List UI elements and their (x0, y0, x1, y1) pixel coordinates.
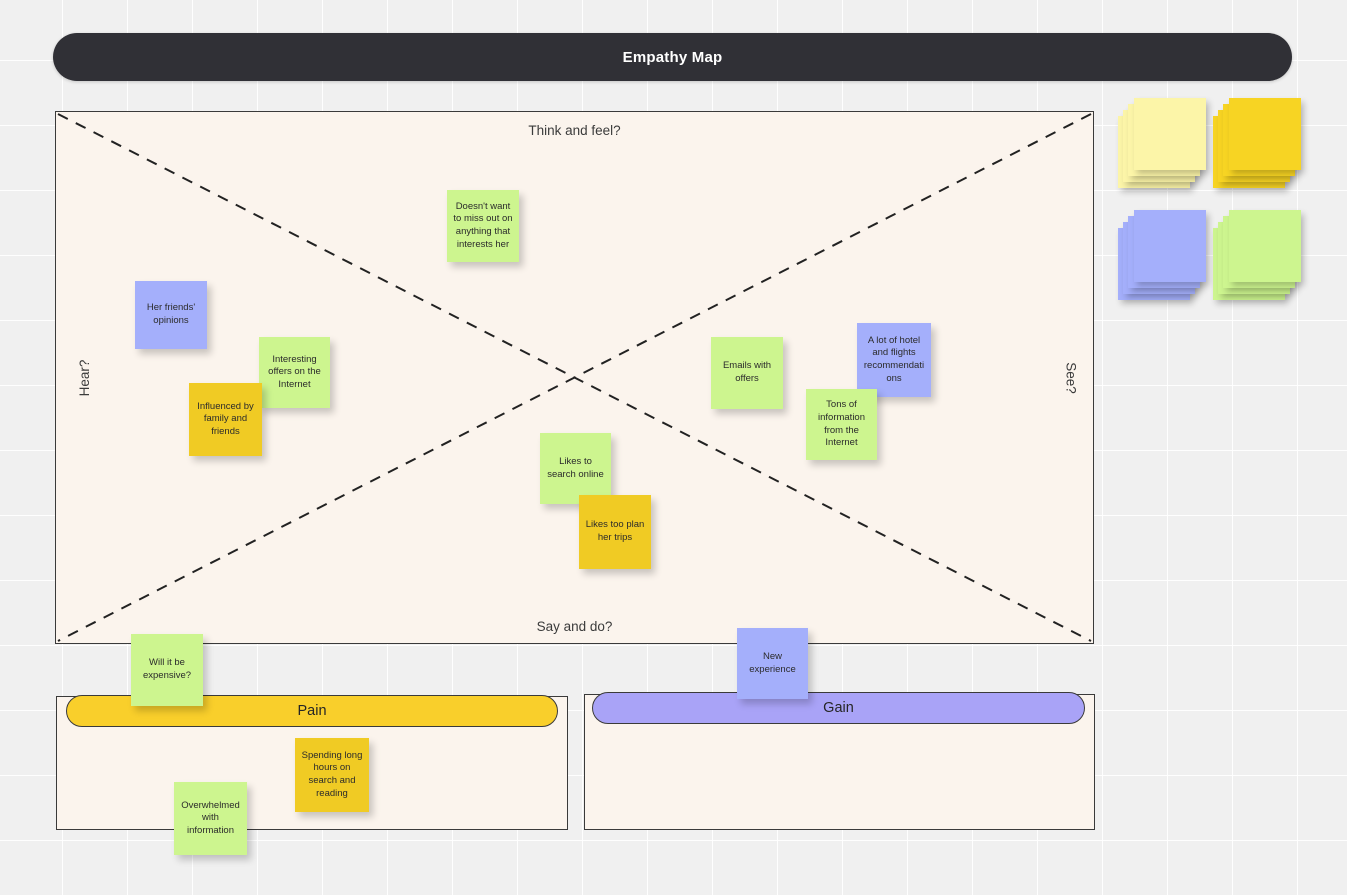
sticky-note[interactable]: Interesting offers on the Internet (259, 337, 330, 408)
blue-note-stack[interactable] (1118, 210, 1206, 300)
sticky-note[interactable]: Doesn't want to miss out on anything tha… (447, 190, 519, 262)
note-sheet[interactable] (1134, 98, 1206, 170)
pale-yellow-note-stack[interactable] (1118, 98, 1206, 188)
note-sheet[interactable] (1229, 210, 1301, 282)
sticky-note[interactable]: Influenced by family and friends (189, 383, 262, 456)
gold-note-stack[interactable] (1213, 98, 1301, 188)
quadrant-label-say-and-do: Say and do? (536, 619, 613, 634)
gain-section-title: Gain (823, 700, 854, 716)
sticky-note[interactable]: Emails with offers (711, 337, 783, 409)
sticky-note[interactable]: New experience (737, 628, 808, 699)
quadrant-label-hear: Hear? (76, 359, 92, 396)
sticky-note[interactable]: Spending long hours on search and readin… (295, 738, 369, 812)
green-note-stack[interactable] (1213, 210, 1301, 300)
page-title: Empathy Map (622, 48, 723, 66)
empathy-map-canvas[interactable]: Think and feel? Say and do? Hear? See? (55, 111, 1094, 644)
quadrant-dashed-lines (57, 113, 1092, 642)
sticky-note[interactable]: Likes to search online (540, 433, 611, 504)
quadrant-label-think-and-feel: Think and feel? (528, 123, 621, 138)
note-sheet[interactable] (1134, 210, 1206, 282)
sticky-note[interactable]: Will it be expensive? (131, 634, 203, 706)
sticky-note[interactable]: Likes too plan her trips (579, 495, 651, 569)
quadrant-label-see: See? (1063, 361, 1079, 394)
pain-section-title: Pain (297, 703, 327, 719)
sticky-note[interactable]: A lot of hotel and flights recommendatio… (857, 323, 931, 397)
sticky-note[interactable]: Her friends' opinions (135, 281, 207, 349)
board-title-bar: Empathy Map (53, 33, 1292, 81)
gain-section-header[interactable]: Gain (592, 692, 1085, 724)
sticky-note[interactable]: Tons of information from the Internet (806, 389, 877, 460)
note-sheet[interactable] (1229, 98, 1301, 170)
sticky-note[interactable]: Overwhelmed with information (174, 782, 247, 855)
